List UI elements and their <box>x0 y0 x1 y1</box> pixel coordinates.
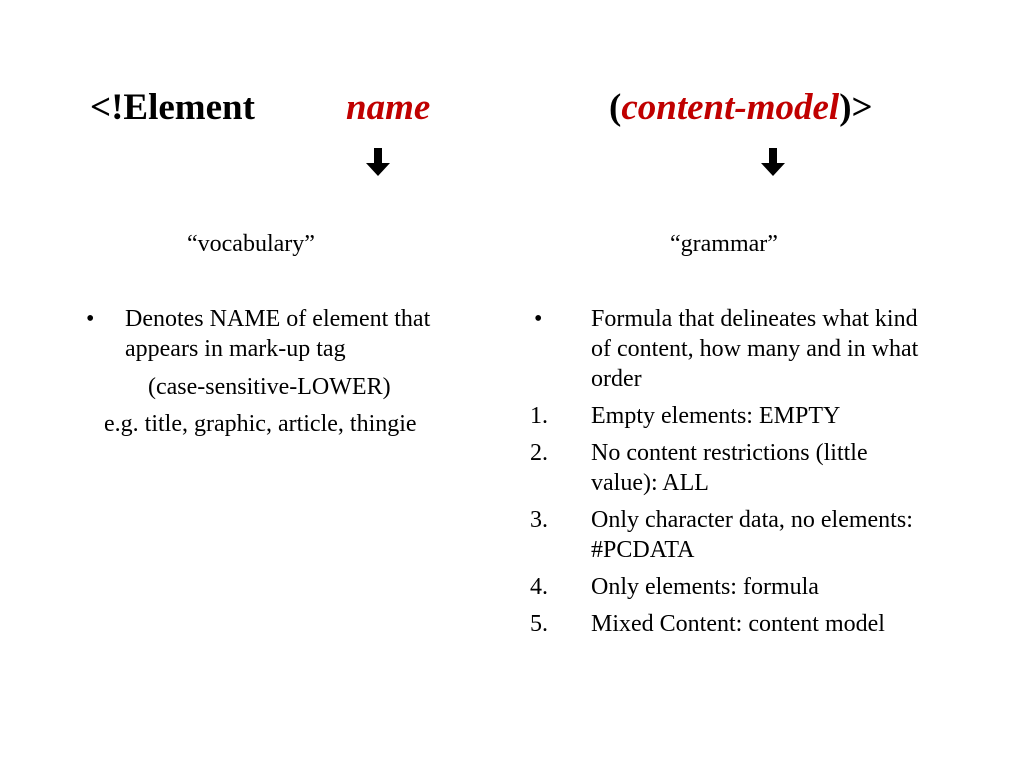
title-open-paren: ( <box>609 87 622 128</box>
title-name: name <box>346 87 431 128</box>
list-item: 1. Empty elements: EMPTY <box>530 401 960 431</box>
name-description: Denotes NAME of element that appears in … <box>125 306 431 362</box>
list-item: • Formula that delineates what kind of c… <box>530 304 960 394</box>
down-arrow-icon <box>761 148 785 176</box>
list-item-text: Empty elements: EMPTY <box>591 403 841 429</box>
down-arrow-icon <box>366 148 390 176</box>
list-number: 3. <box>530 507 548 533</box>
list-item: 2. No content restrictions (little value… <box>530 438 960 498</box>
list-item: 4. Only elements: formula <box>530 572 960 602</box>
title-element-keyword: <!Element <box>90 87 255 128</box>
list-number: 2. <box>530 440 548 466</box>
bullet-marker: • <box>534 306 543 332</box>
title-content-model: (content-model)> <box>609 84 873 132</box>
list-item-text: Only elements: formula <box>591 574 819 600</box>
list-number: 4. <box>530 574 548 600</box>
list-item-text: Mixed Content: content model <box>591 611 885 637</box>
subhead-grammar: “grammar” <box>670 231 778 257</box>
title-close: )> <box>839 87 873 128</box>
subhead-vocabulary: “vocabulary” <box>187 231 315 257</box>
bullet-marker: • <box>86 306 95 332</box>
list-item-text: No content restrictions (little value): … <box>591 440 868 496</box>
content-model-list: • Formula that delineates what kind of c… <box>530 304 960 646</box>
case-note: (case-sensitive-LOWER) <box>148 374 391 400</box>
content-model-intro: Formula that delineates what kind of con… <box>591 306 919 392</box>
list-item: 5. Mixed Content: content model <box>530 609 960 639</box>
list-number: 5. <box>530 611 548 637</box>
title-content-model-text: content-model <box>621 87 840 128</box>
list-number: 1. <box>530 403 548 429</box>
list-item-text: Only character data, no elements: #PCDAT… <box>591 507 913 563</box>
list-item: 3. Only character data, no elements: #PC… <box>530 505 960 565</box>
example-note: e.g. title, graphic, article, thingie <box>104 411 417 437</box>
